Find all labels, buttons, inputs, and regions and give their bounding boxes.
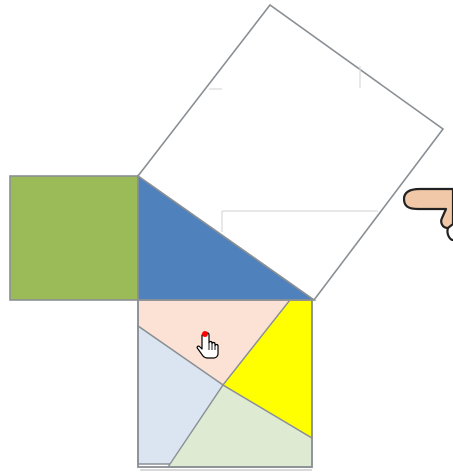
bottom-square-outline	[137, 299, 313, 468]
cursor-dot	[202, 331, 208, 337]
hand-pointer-icon	[196, 332, 219, 359]
left-square	[9, 175, 139, 301]
pointing-hand-icon	[402, 187, 453, 242]
